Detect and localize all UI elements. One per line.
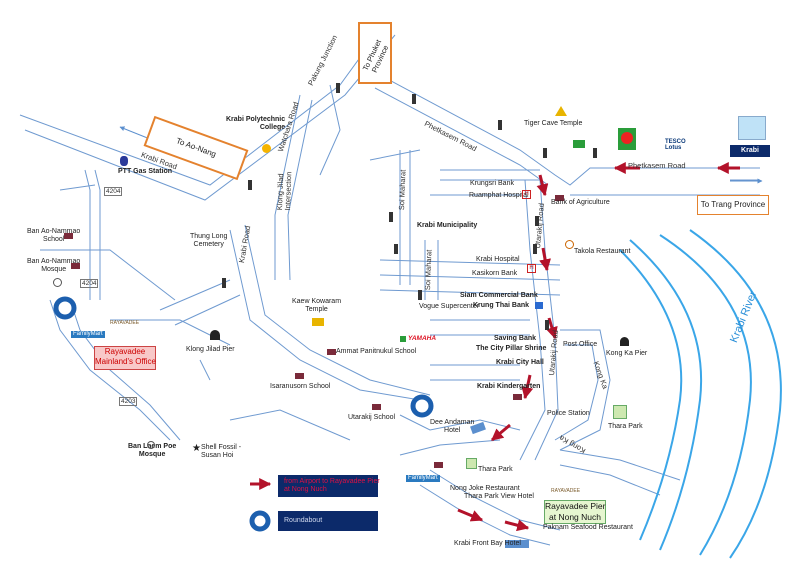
- pier-icon-2: [620, 337, 629, 346]
- krabi-city-hall-label: Krabi City Hall: [496, 359, 544, 366]
- bank-of-agriculture-label: Bank of Agriculture: [551, 199, 610, 206]
- hospital-icon: H: [522, 190, 531, 199]
- krabi-airport-label: Krabi Airport: [738, 147, 762, 166]
- saving-bank-label: Saving Bank: [494, 335, 537, 342]
- tiger-cave-temple-icon: [555, 106, 567, 116]
- krabi-municipality-label: Krabi Municipality: [417, 222, 478, 229]
- tesco-lotus-label: TESCO Lotus: [665, 139, 686, 151]
- ban-ao-nammao-school-label: Ban Ao-Nammao School: [27, 228, 81, 243]
- thung-long-cemetery-label: Thung Long Cemetery: [190, 233, 228, 248]
- to-phuket-box: To Phuket Province: [358, 22, 392, 84]
- tiger-cave-temple-label: Tiger Cave Temple: [524, 120, 583, 127]
- krungsri-bank-label: Krungsri Bank: [470, 180, 514, 187]
- legend-roundabout-label: Roundabout: [278, 511, 378, 531]
- star-icon: ★: [192, 443, 201, 454]
- building-icons: [64, 195, 564, 548]
- thara-park-view-hotel-label: Thara Park View Hotel: [464, 493, 534, 500]
- traffic-lights: [222, 83, 597, 330]
- klong-jilad-pier-label: Klong Jilad Pier: [186, 346, 235, 353]
- nong-joke-restaurant-label: Nong Joke Restaurant: [450, 485, 520, 492]
- familymart-label: FamilyMart: [71, 331, 105, 338]
- yamaha-label: YAMAHA: [408, 335, 437, 342]
- temple-icon: [312, 318, 324, 326]
- krabi-hospital-label: Krabi Hospital: [476, 256, 520, 263]
- paknam-seafood-label: Paknam Seafood Restaurant: [543, 524, 633, 531]
- krabi-kindergarten-label: Krabi Kindergarten: [477, 383, 541, 390]
- seven-eleven-icon: [573, 140, 585, 148]
- shell-fossil-label: Shell Fossil - Susan Hoi: [201, 444, 242, 459]
- park-icon-2: [466, 458, 477, 469]
- soi-maharat-label-2: Soi Maharat: [423, 249, 434, 291]
- to-trang-label: To Trang Province: [700, 200, 766, 209]
- kaew-kowaram-temple-label: Kaew Kowaram Temple: [292, 298, 342, 313]
- legend-route-label: from Airport to Rayavadee Pier at Nong N…: [278, 475, 380, 497]
- ban-ao-nammao-mosque-label: Ban Ao-Nammao Mosque: [27, 258, 81, 273]
- klong-jilad-intersection-label: Klong Jilad Intersection: [275, 171, 294, 211]
- police-station-label: Police Station: [547, 410, 590, 417]
- bank-icon: [535, 302, 543, 309]
- restaurant-icon: [565, 240, 574, 249]
- city-pillar-shrine-label: The City Pillar Shrine: [476, 345, 547, 352]
- kasikorn-bank-label: Kasikorn Bank: [472, 270, 518, 277]
- seven-eleven-icon-2: [400, 336, 406, 342]
- kong-ka-pier-label: Kong Ka Pier: [606, 350, 648, 357]
- ruamphat-hospital-label: Ruamphat Hospital: [469, 192, 529, 199]
- vogue-supercenter-label: Vogue Supercenter: [419, 303, 479, 310]
- rayavadee-pier-box: Rayavadee Pier at Nong Nuch: [544, 500, 606, 524]
- road-network: [19, 29, 760, 546]
- familymart-label-2: FamilyMart: [406, 475, 440, 482]
- hospital-icon-2: H: [527, 264, 536, 273]
- isaranusorn-school-label: Isaranusorn School: [270, 383, 331, 390]
- siam-commercial-bank-label: Siam Commercial Bank: [460, 292, 538, 299]
- krabi-polytechnic-label: Krabi Polytechnic College: [226, 116, 286, 131]
- thara-park-label-2: Thara Park: [478, 466, 513, 473]
- route-4203-label: 4203: [119, 397, 138, 406]
- shell-station-icon: [262, 144, 271, 153]
- krung-thai-bank-label: Krung Thai Bank: [473, 302, 530, 309]
- ptt-gas-station-label: PTT Gas Station: [118, 168, 173, 175]
- to-trang-box: To Trang Province: [697, 195, 769, 215]
- route-4204-label-1: 4204: [104, 187, 123, 196]
- ammat-panitnukul-school-label: Ammat Panitnukul School: [336, 348, 417, 355]
- rayavadee-logo: RAYAVADEE: [110, 320, 140, 326]
- store-logo-icon: [621, 132, 633, 144]
- pier-icon: [210, 330, 220, 340]
- rayavadee-logo-2: RAYAVADEE: [551, 488, 581, 494]
- utarakij-school-label: Utarakij School: [348, 414, 396, 421]
- to-aonang-label: To Ao-Nang: [174, 136, 218, 159]
- route-4204-label-2: 4204: [80, 279, 99, 288]
- phetkasem-road-label-2: Phetkasem Road: [628, 161, 686, 170]
- airplane-icon: [738, 116, 766, 140]
- roundabouts: [53, 296, 434, 532]
- soi-maharat-label-1: Soi Maharat: [397, 169, 408, 211]
- park-icon: [613, 405, 627, 419]
- takola-restaurant-label: Takola Restaurant: [574, 248, 631, 255]
- rayavadee-mainland-office-box: Rayavadee Mainland's Office: [94, 346, 156, 370]
- post-office-label: Post Office: [563, 341, 598, 348]
- route-arrows: [250, 162, 740, 532]
- mosque-icon: [53, 278, 62, 287]
- thara-park-label: Thara Park: [608, 423, 643, 430]
- ptt-icon: [120, 156, 128, 166]
- krabi-airport-badge: Krabi Airport: [730, 145, 770, 166]
- to-phuket-label: To Phuket Province: [360, 38, 391, 75]
- krabi-front-bay-hotel-label: Krabi Front Bay Hotel: [454, 540, 521, 547]
- mosque-icon-2: [147, 441, 155, 449]
- krabi-river: [619, 229, 782, 559]
- dee-andaman-hotel-label: Dee Andaman Hotel: [430, 419, 475, 434]
